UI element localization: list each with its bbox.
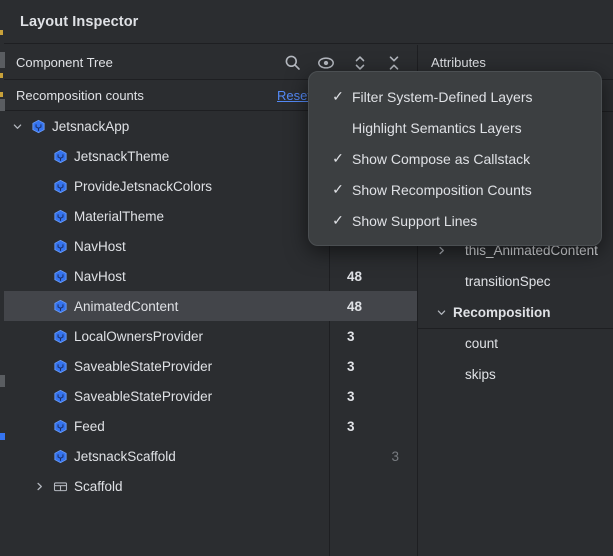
menu-item[interactable]: ✓ Show Recomposition Counts (309, 174, 601, 205)
attribute-row[interactable]: count (418, 328, 613, 359)
expand-all-icon[interactable] (351, 54, 369, 72)
tree-row[interactable]: MaterialTheme (4, 201, 329, 231)
gutter-scroll-thumb[interactable] (0, 433, 5, 440)
recomposition-count-cell: 3 (329, 441, 417, 471)
checkmark-icon: ✓ (331, 150, 345, 167)
reset-link[interactable]: Reset (277, 88, 311, 103)
tree-row[interactable]: SaveableStateProvider (4, 381, 329, 411)
tree-row-label: SaveableStateProvider (74, 389, 212, 404)
attribute-row[interactable]: skips (418, 359, 613, 390)
attribute-row[interactable]: transitionSpec (418, 266, 613, 297)
tree-row-label: NavHost (74, 269, 126, 284)
compose-node-icon (30, 118, 46, 134)
tree-row[interactable]: NavHost (4, 231, 329, 261)
collapse-all-icon[interactable] (385, 54, 403, 72)
tree-row-label: LocalOwnersProvider (74, 329, 203, 344)
compose-node-icon (52, 418, 68, 434)
menu-item[interactable]: ✓ Show Compose as Callstack (309, 143, 601, 174)
attribute-label: count (465, 336, 498, 351)
compose-node-icon (52, 268, 68, 284)
menu-item[interactable]: Highlight Semantics Layers (309, 112, 601, 143)
tree-row-label: AnimatedContent (74, 299, 178, 314)
recomposition-count-cell: 48 (329, 261, 417, 291)
tree-row-label: Feed (74, 419, 105, 434)
compose-node-icon (52, 208, 68, 224)
tree-row-label: ProvideJetsnackColors (74, 179, 212, 194)
menu-item-label: Show Recomposition Counts (352, 182, 532, 198)
menu-item[interactable]: ✓ Show Support Lines (309, 205, 601, 236)
chevron-down-icon[interactable] (10, 119, 24, 133)
checkmark-icon: ✓ (331, 88, 345, 105)
recomposition-count-cell: 3 (329, 321, 417, 351)
attribute-label: transitionSpec (465, 274, 551, 289)
menu-item-label: Show Compose as Callstack (352, 151, 530, 167)
tree-row[interactable]: JetsnackScaffold (4, 441, 329, 471)
tree-row[interactable]: NavHost (4, 261, 329, 291)
checkmark-icon: ✓ (331, 181, 345, 198)
view-options-menu[interactable]: ✓ Filter System-Defined LayersHighlight S… (308, 71, 602, 246)
compose-node-icon (52, 388, 68, 404)
tree-row[interactable]: ProvideJetsnackColors (4, 171, 329, 201)
component-tree-title: Component Tree (4, 55, 113, 70)
tree-row-label: MaterialTheme (74, 209, 164, 224)
menu-item-label: Highlight Semantics Layers (352, 120, 522, 136)
attribute-label: Recomposition (453, 305, 551, 320)
page-title: Layout Inspector (20, 14, 138, 30)
tree-row[interactable]: JetsnackApp (4, 111, 329, 141)
tree-row[interactable]: Scaffold (4, 471, 329, 501)
gutter-scroll-thumb[interactable] (0, 375, 5, 387)
tree-row[interactable]: JetsnackTheme (4, 141, 329, 171)
compose-node-icon (52, 358, 68, 374)
compose-node-icon (52, 178, 68, 194)
gutter-marker (0, 73, 3, 78)
recomposition-count-cell: 3 (329, 411, 417, 441)
attribute-group-header[interactable]: Recomposition (418, 297, 613, 328)
tree-row-label: SaveableStateProvider (74, 359, 212, 374)
chevron-right-icon[interactable] (32, 479, 46, 493)
recomposition-count-cell: 3 (329, 381, 417, 411)
tree-row-label: JetsnackTheme (74, 149, 169, 164)
layout-view-icon (52, 478, 68, 494)
attribute-label: skips (465, 367, 496, 382)
menu-item-label: Show Support Lines (352, 213, 477, 229)
compose-node-icon (52, 238, 68, 254)
tree-row-label: NavHost (74, 239, 126, 254)
window-titlebar: Layout Inspector (4, 0, 613, 44)
tree-row[interactable]: AnimatedContent (4, 291, 329, 321)
tree-row-label: JetsnackApp (52, 119, 129, 134)
chevron-down-icon[interactable] (435, 307, 447, 318)
checkmark-icon: ✓ (331, 212, 345, 229)
tree-row-label: JetsnackScaffold (74, 449, 176, 464)
menu-item[interactable]: ✓ Filter System-Defined Layers (309, 81, 601, 112)
editor-gutter-strip (0, 0, 4, 556)
recomposition-counts-label: Recomposition counts (4, 88, 144, 103)
recomposition-count-cell (329, 471, 417, 501)
eye-icon[interactable] (317, 54, 335, 72)
compose-node-icon (52, 328, 68, 344)
tree-row[interactable]: Feed (4, 411, 329, 441)
tree-row[interactable]: LocalOwnersProvider (4, 321, 329, 351)
tree-row-label: Scaffold (74, 479, 123, 494)
menu-item-label: Filter System-Defined Layers (352, 89, 533, 105)
tree-row[interactable]: SaveableStateProvider (4, 351, 329, 381)
recomposition-count-cell: 3 (329, 351, 417, 381)
compose-node-icon (52, 298, 68, 314)
chevron-right-icon[interactable] (435, 245, 447, 256)
gutter-scroll-thumb[interactable] (0, 99, 5, 111)
compose-node-icon (52, 448, 68, 464)
compose-node-icon (52, 148, 68, 164)
gutter-scroll-thumb[interactable] (0, 52, 5, 68)
gutter-marker (0, 30, 3, 35)
gutter-marker (0, 92, 3, 97)
search-icon[interactable] (283, 54, 301, 72)
recomposition-count-cell: 48 (329, 291, 417, 321)
